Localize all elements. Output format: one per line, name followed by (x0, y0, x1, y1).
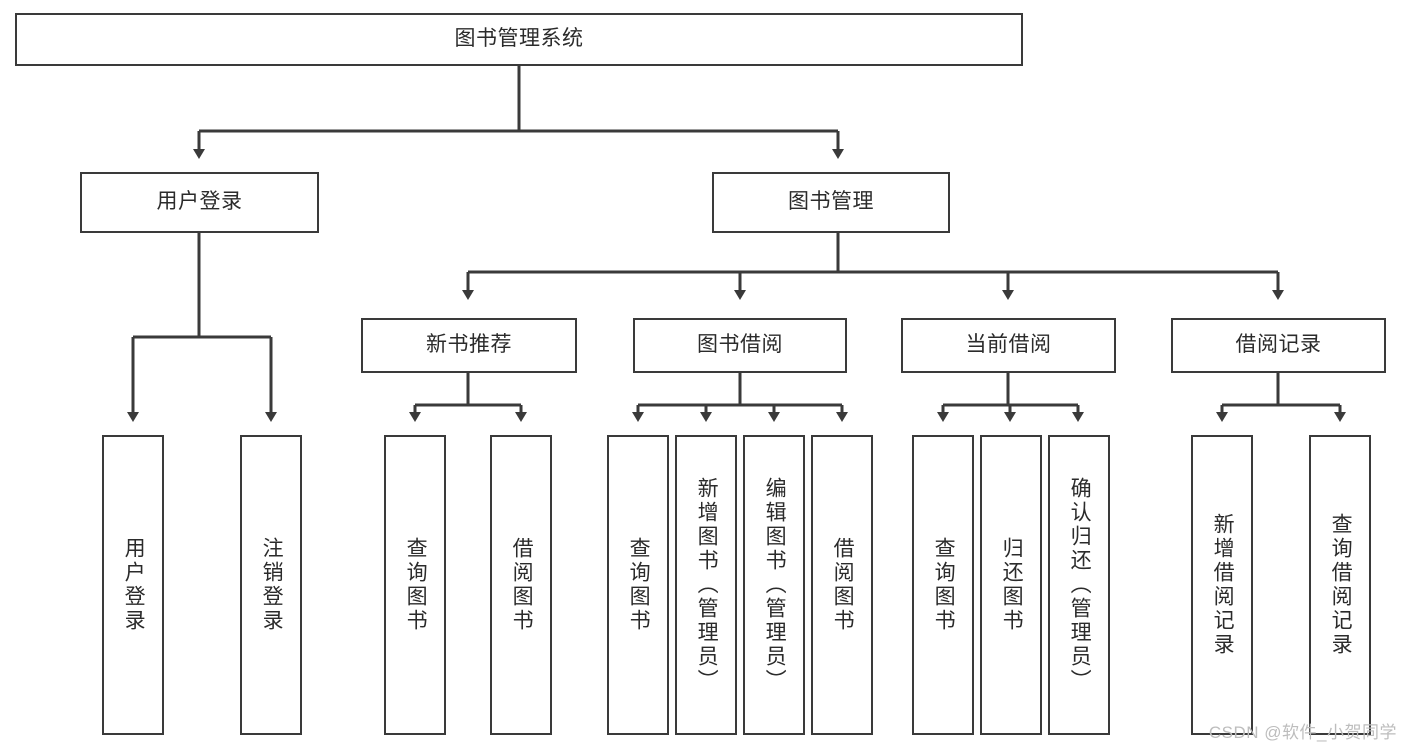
node-leaf-edit-book-label: 编辑图书（管理员） (763, 477, 787, 693)
node-leaf-query-book-1[interactable]: 查询图书 (384, 435, 446, 735)
node-user-login[interactable]: 用户登录 (80, 172, 319, 233)
node-leaf-query-book-3[interactable]: 查询图书 (912, 435, 974, 735)
node-book-borrow[interactable]: 图书借阅 (633, 318, 847, 373)
node-leaf-query-record-label: 查询借阅记录 (1329, 513, 1353, 657)
node-root-label: 图书管理系统 (454, 27, 584, 51)
node-current-borrow[interactable]: 当前借阅 (901, 318, 1116, 373)
node-leaf-return-book[interactable]: 归还图书 (980, 435, 1042, 735)
node-leaf-borrow-book-1[interactable]: 借阅图书 (490, 435, 552, 735)
node-leaf-logout[interactable]: 注销登录 (240, 435, 302, 735)
node-leaf-query-record[interactable]: 查询借阅记录 (1309, 435, 1371, 735)
node-book-borrow-label: 图书借阅 (697, 333, 783, 357)
node-borrow-record[interactable]: 借阅记录 (1171, 318, 1386, 373)
node-leaf-add-record[interactable]: 新增借阅记录 (1191, 435, 1253, 735)
node-leaf-add-book-label: 新增图书（管理员） (695, 477, 719, 693)
node-leaf-borrow-book-1-label: 借阅图书 (510, 537, 534, 633)
node-leaf-query-book-2[interactable]: 查询图书 (607, 435, 669, 735)
node-leaf-borrow-book-2-label: 借阅图书 (831, 537, 855, 633)
node-leaf-add-book[interactable]: 新增图书（管理员） (675, 435, 737, 735)
node-leaf-return-book-label: 归还图书 (1000, 537, 1024, 633)
node-leaf-confirm-return[interactable]: 确认归还（管理员） (1048, 435, 1110, 735)
node-borrow-record-label: 借阅记录 (1235, 333, 1322, 357)
node-leaf-user-login[interactable]: 用户登录 (102, 435, 164, 735)
node-leaf-query-book-2-label: 查询图书 (627, 537, 651, 633)
node-leaf-edit-book[interactable]: 编辑图书（管理员） (743, 435, 805, 735)
node-new-book-rec[interactable]: 新书推荐 (361, 318, 577, 373)
node-leaf-logout-label: 注销登录 (260, 537, 284, 633)
csdn-watermark: CSDN @软件_小贺同学 (1208, 723, 1397, 742)
node-leaf-borrow-book-2[interactable]: 借阅图书 (811, 435, 873, 735)
node-leaf-query-book-3-label: 查询图书 (932, 537, 956, 633)
node-book-manage[interactable]: 图书管理 (712, 172, 950, 233)
node-leaf-confirm-return-label: 确认归还（管理员） (1068, 477, 1092, 693)
node-user-login-label: 用户登录 (156, 190, 243, 214)
node-new-book-rec-label: 新书推荐 (426, 333, 512, 357)
node-root[interactable]: 图书管理系统 (15, 13, 1023, 66)
node-book-manage-label: 图书管理 (788, 190, 874, 214)
node-current-borrow-label: 当前借阅 (965, 333, 1052, 357)
node-leaf-user-login-label: 用户登录 (122, 537, 146, 633)
node-leaf-add-record-label: 新增借阅记录 (1211, 513, 1235, 657)
node-leaf-query-book-1-label: 查询图书 (404, 537, 428, 633)
